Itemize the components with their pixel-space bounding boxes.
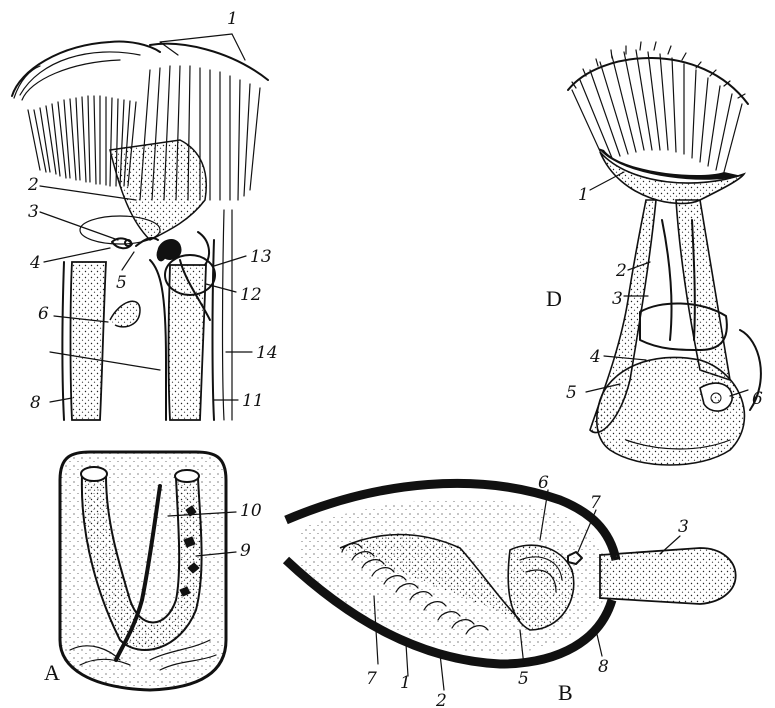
label-d-6: 6 — [752, 389, 763, 409]
top-left-drawing: 1 2 3 4 5 6 8 13 12 14 11 — [12, 9, 278, 420]
label-2: 2 — [27, 175, 39, 195]
label-6: 6 — [38, 304, 49, 324]
panel-label-d: D — [546, 286, 562, 311]
label-10: 10 — [240, 501, 262, 521]
label-5: 5 — [116, 273, 127, 293]
d-tentacle-crown — [568, 42, 748, 172]
panel-b-drawing: 6 7 3 7 1 2 5 8 B — [286, 473, 736, 708]
label-d-1: 1 — [578, 185, 589, 205]
label-b-7-bottom: 7 — [366, 669, 377, 689]
label-b-3: 3 — [678, 517, 689, 537]
panel-a-drawing: 10 9 A — [44, 452, 262, 690]
gut-loop — [110, 301, 140, 327]
label-d-5: 5 — [566, 383, 577, 403]
label-9: 9 — [240, 541, 251, 561]
label-b-6: 6 — [538, 473, 549, 493]
label-d-3: 3 — [612, 289, 623, 309]
label-b-8: 8 — [598, 657, 609, 677]
left-tube — [63, 262, 107, 420]
label-4: 4 — [29, 253, 41, 273]
panel-d-drawing: 1 2 3 4 5 6 D — [546, 42, 763, 465]
label-11: 11 — [242, 391, 264, 411]
label-3: 3 — [28, 202, 39, 222]
label-b-2: 2 — [435, 691, 447, 708]
label-8: 8 — [30, 393, 41, 413]
label-1: 1 — [227, 9, 238, 29]
label-d-2: 2 — [615, 261, 627, 281]
peduncle — [600, 548, 736, 604]
label-13: 13 — [250, 247, 272, 267]
label-d-4: 4 — [589, 347, 601, 367]
label-b-7-top: 7 — [590, 493, 601, 513]
panel-label-a: A — [44, 660, 60, 685]
label-b-1: 1 — [400, 673, 411, 693]
label-12: 12 — [240, 285, 262, 305]
label-14: 14 — [256, 343, 278, 363]
label-b-5: 5 — [518, 669, 529, 689]
panel-label-b: B — [558, 680, 573, 705]
